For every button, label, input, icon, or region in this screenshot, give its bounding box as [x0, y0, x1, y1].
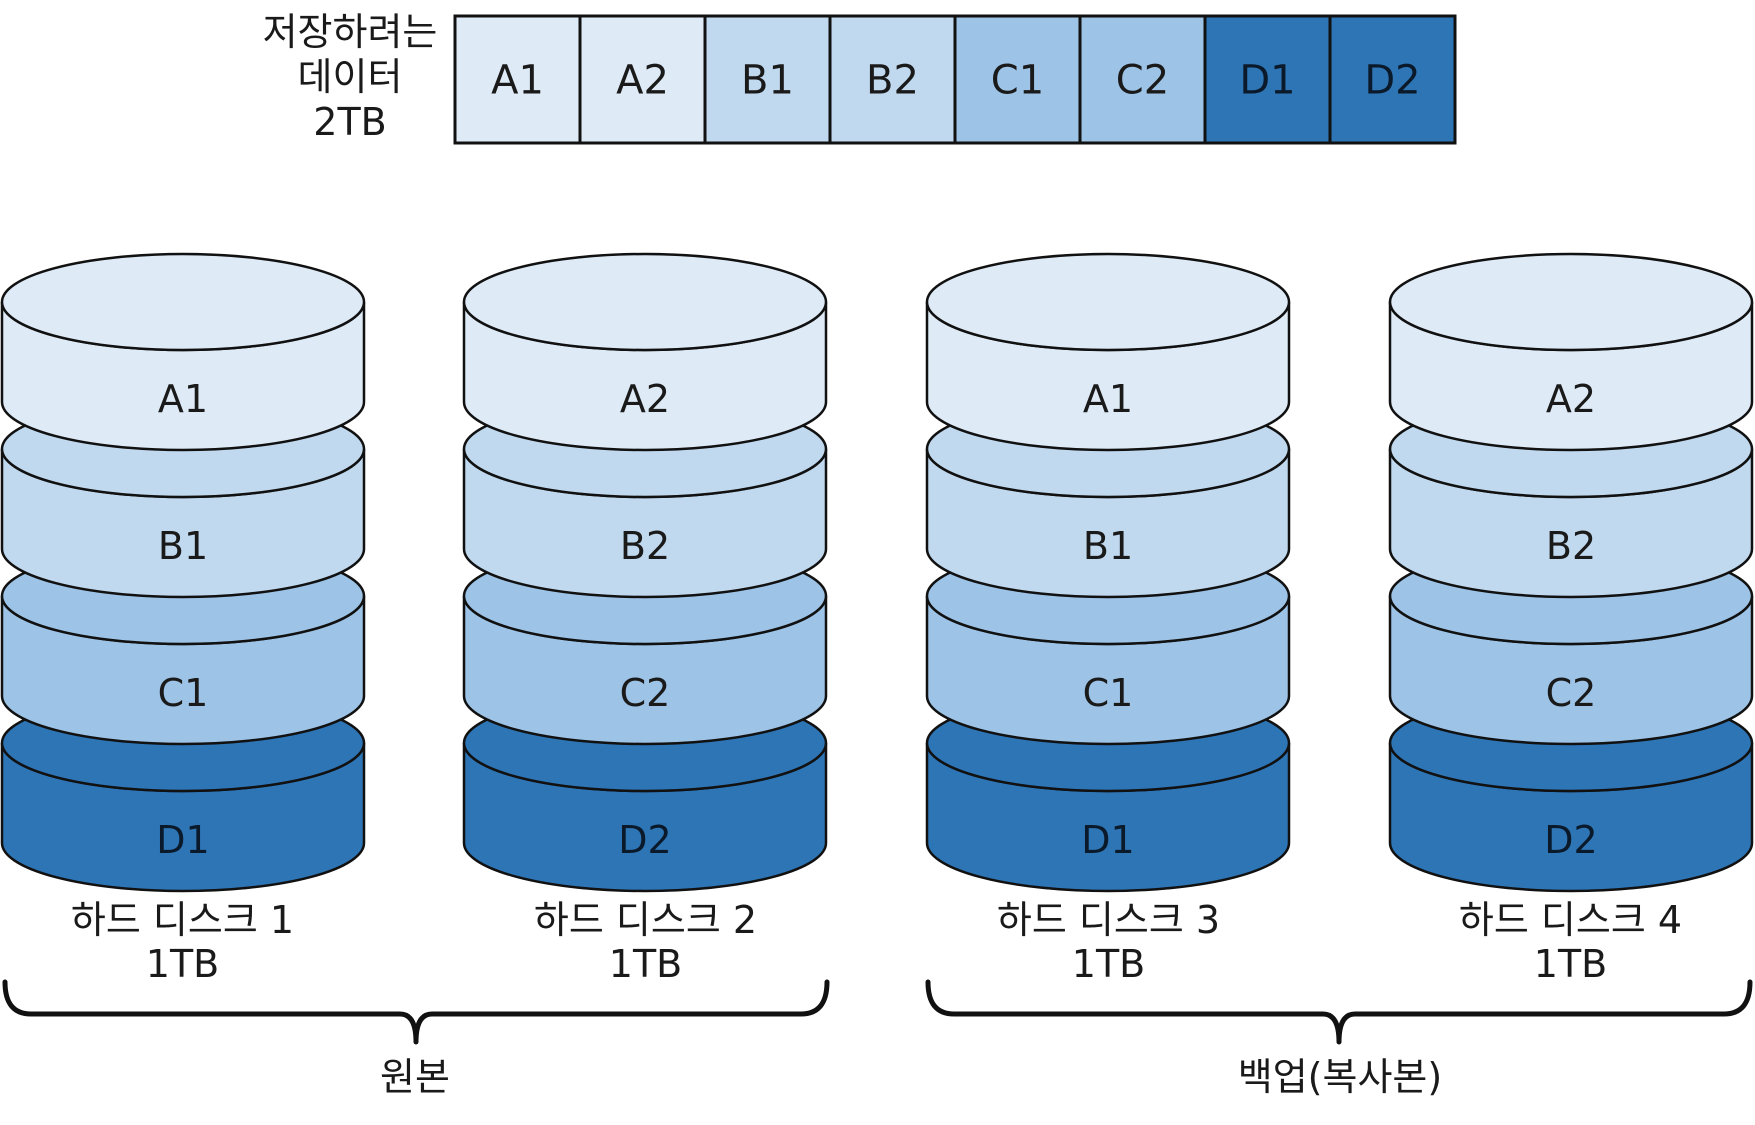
disk-2-label-c2: C2 [620, 671, 671, 715]
disk-2-name: 하드 디스크 2 [533, 898, 758, 942]
disk-2-label-d2: D2 [618, 818, 671, 862]
data-block-d2 [1328, 14, 1457, 145]
backup-group-label: 백업(복사본) [1237, 1055, 1443, 1099]
disk-1-platter-top-a1 [0, 252, 366, 352]
disk-2-size: 1TB [608, 942, 683, 986]
disk-1-label-a1: A1 [158, 377, 208, 421]
disk-2-label-a2: A2 [620, 377, 670, 421]
disk-4-size: 1TB [1533, 942, 1608, 986]
disk-4-label-a2: A2 [1546, 377, 1596, 421]
backup-brace [925, 979, 1753, 1045]
disk-3-label-d1: D1 [1081, 818, 1134, 862]
data-block-label-b1: B1 [741, 58, 794, 104]
data-block-b2 [828, 14, 957, 145]
data-label-line3: 2TB [313, 100, 387, 144]
data-to-store-label: 저장하려는 데이터 2TB [250, 10, 450, 145]
disk-1-label-b1: B1 [158, 524, 208, 568]
data-block-label-c1: C1 [991, 58, 1044, 104]
data-label-line2: 데이터 [297, 55, 403, 99]
disk-2-platter-top-a2 [462, 252, 828, 352]
data-block-label-d1: D1 [1239, 58, 1295, 104]
data-label-line1: 저장하려는 [262, 10, 438, 54]
disk-3-label-a1: A1 [1083, 377, 1133, 421]
data-block-label-a2: A2 [616, 58, 669, 104]
data-block-b1 [703, 14, 832, 145]
disk-4-label-b2: B2 [1546, 524, 1596, 568]
original-brace [2, 979, 830, 1045]
disk-4-platter-top-a2 [1388, 252, 1754, 352]
disk-3-size: 1TB [1071, 942, 1146, 986]
disk-1-label-d1: D1 [156, 818, 209, 862]
data-block-d1 [1203, 14, 1332, 145]
disk-1-name: 하드 디스크 1 [70, 898, 295, 942]
disk-4-label-c2: C2 [1546, 671, 1597, 715]
data-block-label-d2: D2 [1364, 58, 1420, 104]
disk-3-name: 하드 디스크 3 [996, 898, 1221, 942]
disk-3-label-b1: B1 [1083, 524, 1133, 568]
disk-1-size: 1TB [145, 942, 220, 986]
data-block-a2 [578, 14, 707, 145]
data-block-label-b2: B2 [866, 58, 919, 104]
disk-4-label-d2: D2 [1544, 818, 1597, 862]
disk-2-label-b2: B2 [620, 524, 670, 568]
data-block-label-c2: C2 [1116, 58, 1169, 104]
disk-1-label-c1: C1 [158, 671, 209, 715]
data-block-c2 [1078, 14, 1207, 145]
disk-3-platter-top-a1 [925, 252, 1291, 352]
original-group-label: 원본 [380, 1055, 450, 1099]
disk-3-label-c1: C1 [1083, 671, 1134, 715]
data-block-c1 [953, 14, 1082, 145]
data-block-label-a1: A1 [491, 58, 544, 104]
disk-4-name: 하드 디스크 4 [1458, 898, 1683, 942]
